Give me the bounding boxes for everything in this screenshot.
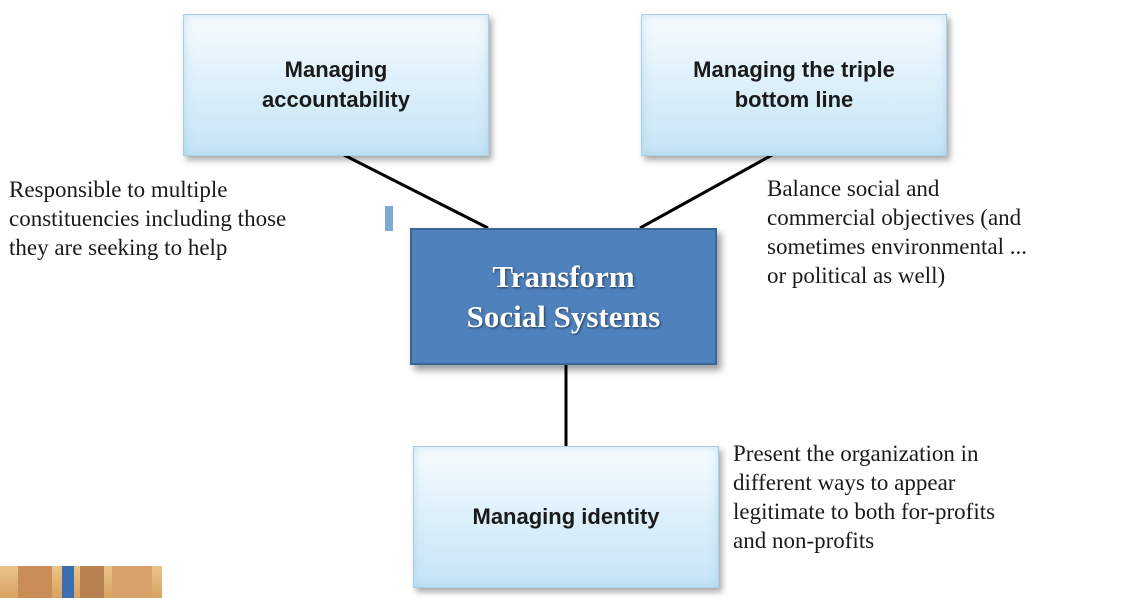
- connector-accountability: [343, 153, 489, 230]
- transform-social-systems-box: Transform Social Systems: [410, 228, 717, 365]
- managing-triple-bottom-line-label-line2: bottom line: [734, 87, 854, 112]
- text-cursor-marker: [385, 206, 393, 231]
- decorative-photo-image: [0, 566, 162, 598]
- managing-accountability-label-line2: accountability: [262, 87, 410, 112]
- managing-identity-box: Managing identity: [413, 446, 719, 588]
- managing-accountability-box: Managing accountability: [183, 14, 489, 156]
- managing-triple-bottom-line-label-line1: Managing the triple: [693, 57, 895, 82]
- accountability-description: Responsible to multiple constituencies i…: [9, 177, 287, 260]
- managing-accountability-label-line1: Managing: [284, 57, 388, 82]
- identity-description: Present the organization in different wa…: [733, 441, 996, 553]
- connector-triple-bottom-line: [639, 153, 773, 230]
- center-title-line1: Transform: [492, 258, 635, 294]
- center-title-line2: Social Systems: [466, 298, 661, 334]
- managing-identity-label: Managing identity: [472, 504, 660, 529]
- triple-bottom-line-description: Balance social and commercial objectives…: [767, 176, 1027, 288]
- managing-triple-bottom-line-box: Managing the triple bottom line: [641, 14, 947, 156]
